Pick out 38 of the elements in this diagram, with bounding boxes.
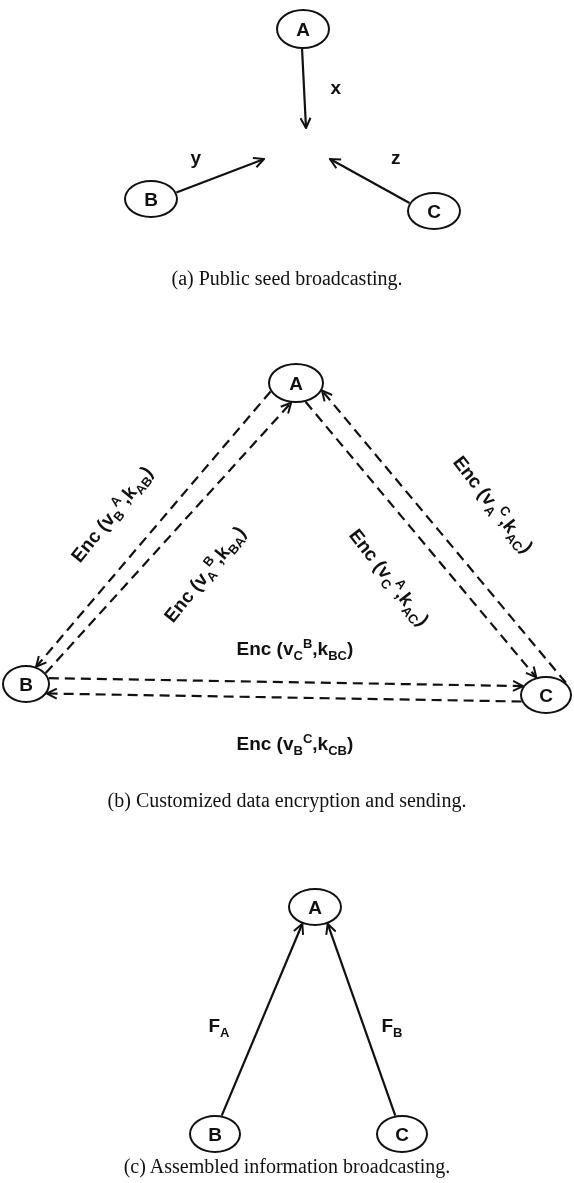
node-ellipse (407, 192, 461, 230)
edge-label: F$_{B}$ (381, 1014, 403, 1040)
node-label: C (395, 1124, 409, 1144)
node-label: B (208, 1124, 222, 1144)
edge-label: Enc (v$_{B}$$^{C}$,k$_{CB}$) (236, 731, 354, 759)
arrow (299, 48, 312, 129)
edge-label: y (190, 146, 202, 170)
node-label: C (427, 201, 441, 221)
node-label: B (19, 674, 33, 694)
node-ellipse (288, 888, 342, 926)
edge-label: z (391, 146, 401, 170)
dashed-arrow (48, 677, 525, 692)
caption: (a) Public seed broadcasting. (171, 267, 403, 290)
arrow (175, 156, 265, 194)
node-ellipse (2, 665, 50, 703)
node-ellipse (376, 1115, 428, 1153)
node-ellipse (520, 676, 572, 714)
dashed-arrow (44, 401, 293, 674)
caption: (b) Customized data encryption and sending. (107, 789, 467, 812)
node-ellipse (276, 9, 330, 49)
edge-label: x (330, 76, 342, 100)
dashed-arrow (35, 390, 272, 668)
dashed-arrow (45, 687, 522, 703)
arrow (220, 922, 305, 1117)
arrow (325, 922, 397, 1116)
caption: (c) Assembled information broadcasting. (123, 1155, 451, 1178)
dashed-arrow (304, 401, 538, 679)
edge-label: Enc (v$_{C}$$^{B}$,k$_{BC}$) (236, 636, 354, 664)
edge-label: F$_{A}$ (208, 1014, 230, 1040)
node-ellipse (189, 1115, 241, 1153)
node-label: A (289, 373, 303, 393)
arrow (329, 158, 411, 204)
node-label: A (296, 19, 310, 39)
node-label: C (539, 685, 553, 705)
node-ellipse (124, 180, 178, 218)
node-label: A (308, 897, 322, 917)
node-label: B (144, 189, 158, 209)
node-ellipse (268, 363, 324, 403)
